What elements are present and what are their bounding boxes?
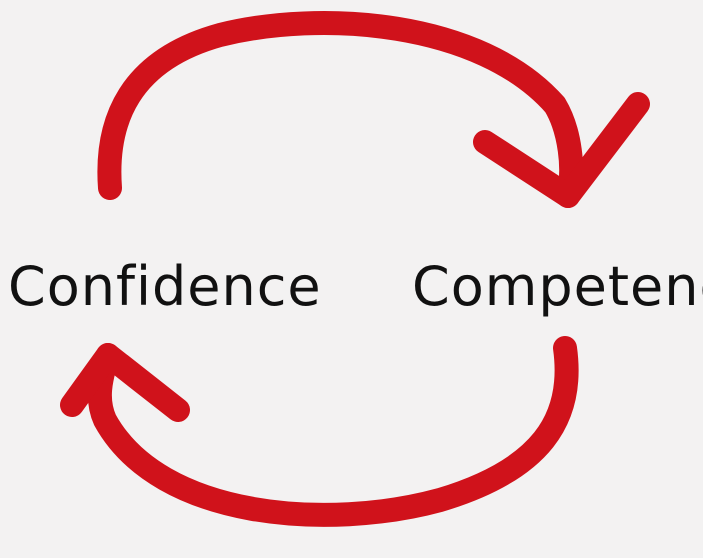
- top-arc: [97, 11, 584, 208]
- top-arrowhead: [473, 92, 650, 208]
- arrow-competence-to-confidence: [60, 336, 579, 527]
- competence-label: Competence: [412, 255, 703, 318]
- confidence-label: Confidence: [8, 255, 322, 318]
- bottom-arrowhead: [60, 343, 190, 422]
- bottom-arc: [87, 336, 579, 527]
- arrow-confidence-to-competence: [97, 11, 650, 208]
